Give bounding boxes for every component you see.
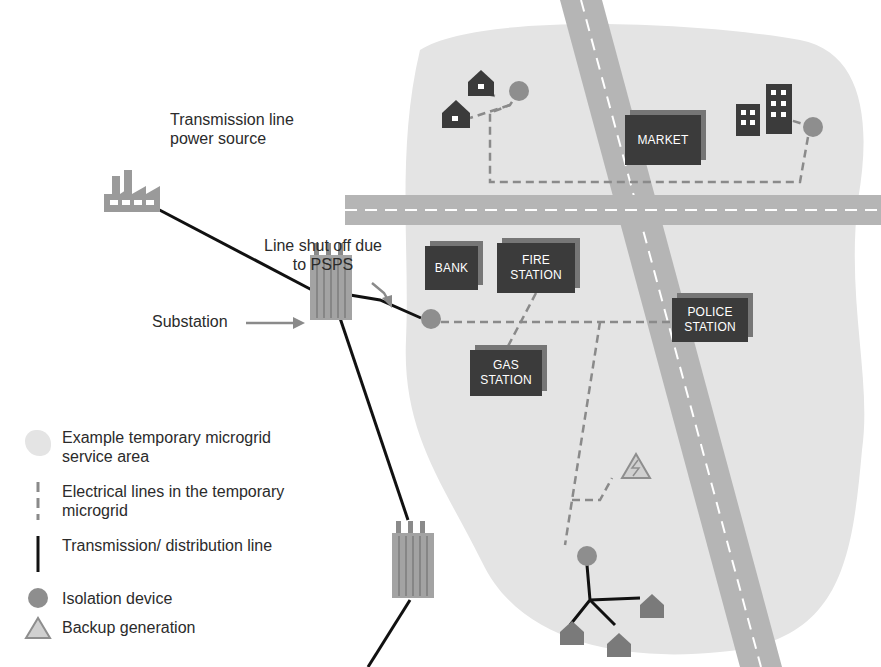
callout-label: Transmission line power source xyxy=(170,110,310,148)
building-label: POLICE STATION xyxy=(676,305,744,335)
road xyxy=(345,0,881,667)
building-box: FIRE STATION xyxy=(497,243,575,293)
legend-text: Example temporary microgrid service area xyxy=(62,428,287,466)
callout-label: Line shut off due to PSPS xyxy=(258,236,388,274)
building-box: POLICE STATION xyxy=(672,298,748,342)
substation-icon xyxy=(310,243,434,598)
pointer-arrow xyxy=(246,283,392,329)
microgrid-connector xyxy=(506,293,536,350)
power-plant-icon xyxy=(104,170,160,212)
microgrid-area xyxy=(406,24,865,654)
callout-label: Substation xyxy=(152,312,252,331)
isolation-device xyxy=(421,81,823,566)
legend-sample xyxy=(26,482,50,638)
building-label: BANK xyxy=(435,261,468,276)
legend-text: Isolation device xyxy=(62,589,287,608)
legend-text: Electrical lines in the temporary microg… xyxy=(62,482,287,520)
building-label: MARKET xyxy=(637,133,688,148)
building-box: MARKET xyxy=(625,115,701,165)
legend-text: Backup generation xyxy=(62,618,287,637)
building-box: GAS STATION xyxy=(470,350,542,396)
building-label: GAS STATION xyxy=(474,358,538,388)
apartment-icon xyxy=(736,84,792,136)
microgrid-line xyxy=(441,91,813,545)
building-box: BANK xyxy=(425,246,478,290)
legend-swatch xyxy=(25,430,51,456)
backup-generation xyxy=(622,454,650,478)
building-label: FIRE STATION xyxy=(501,253,571,283)
legend-text: Transmission/ distribution line xyxy=(62,536,287,555)
